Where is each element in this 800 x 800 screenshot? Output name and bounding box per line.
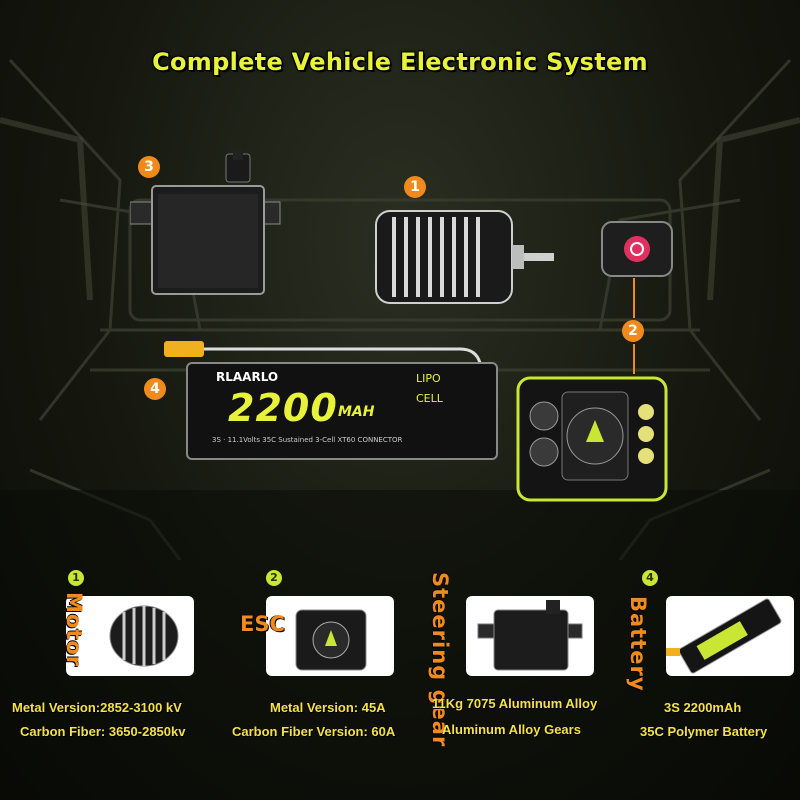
product-number-4: 4	[642, 570, 658, 586]
marker-1: 1	[404, 176, 426, 198]
product-card-steering-gear	[466, 596, 594, 676]
product-card-esc	[266, 596, 394, 676]
product-label-esc: ESC	[240, 612, 285, 636]
product-card-motor	[66, 596, 194, 676]
product-label-steering-gear: Steering gear	[428, 572, 452, 748]
battery-lipo: LIPO	[416, 372, 441, 385]
battery-thumbnail	[666, 598, 782, 674]
connector-line	[633, 278, 635, 374]
power-switch-image	[601, 221, 673, 277]
product-card-battery	[666, 596, 794, 676]
marker-4: 4	[144, 378, 166, 400]
product-spec-esc-1: Metal Version: 45A	[270, 700, 386, 715]
battery-capacity: 2200	[228, 386, 338, 430]
page-title: Complete Vehicle Electronic System	[152, 48, 648, 76]
servo-image	[130, 150, 281, 295]
esc-thumbnail	[295, 609, 367, 671]
battery-brand: RLAARLO	[216, 370, 279, 384]
battery-lead	[164, 341, 482, 364]
esc-image	[516, 376, 668, 502]
product-spec-battery-2: 35C Polymer Battery	[640, 724, 768, 739]
product-spec-steering-1: 11Kg 7075 Aluminum Alloy	[432, 696, 598, 711]
product-label-battery: Battery	[626, 596, 650, 692]
product-spec-battery-1: 3S 2200mAh	[664, 700, 742, 715]
product-spec-motor-2: Carbon Fiber: 3650-2850kv	[20, 724, 186, 739]
battery-cell: CELL	[416, 392, 443, 405]
product-spec-motor-1: Metal Version:2852-3100 kV	[12, 700, 182, 715]
servo-thumbnail	[477, 600, 583, 671]
product-number-2: 2	[266, 570, 282, 586]
product-spec-steering-2: Aluminum Alloy Gears	[442, 722, 581, 737]
product-label-motor: Motor	[62, 592, 86, 668]
motor-image	[375, 210, 554, 304]
motor-thumbnail	[109, 605, 179, 667]
marker-3: 3	[138, 156, 160, 178]
battery-spec-line: 3S · 11.1Volts 35C Sustained 3-Cell XT60…	[212, 436, 403, 444]
marker-2: 2	[622, 320, 644, 342]
product-number-1: 1	[68, 570, 84, 586]
product-spec-esc-2: Carbon Fiber Version: 60A	[232, 724, 396, 739]
battery-pack: RLAARLO 2200 MAH LIPO CELL 3S · 11.1Volt…	[186, 362, 498, 460]
battery-unit: MAH	[338, 404, 375, 420]
